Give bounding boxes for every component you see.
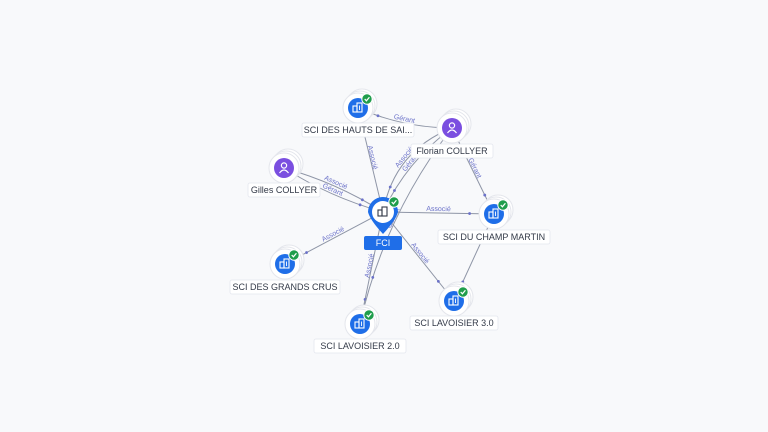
node-lav30[interactable]: SCI LAVOISIER 3.0 — [409, 281, 499, 331]
building-icon — [279, 258, 290, 269]
check-icon — [388, 196, 400, 208]
person-icon — [447, 122, 457, 134]
edge-arrow-marker — [305, 251, 308, 254]
node-label-box — [437, 229, 551, 245]
edge-arrow-marker — [376, 114, 380, 118]
node-label-box — [301, 122, 415, 138]
edge-arrow-marker — [388, 185, 392, 189]
focus-label: FCI — [376, 238, 391, 248]
node-hauts[interactable]: SCI DES HAUTS DE SAI... — [301, 88, 415, 138]
node-label: SCI DES HAUTS DE SAI... — [304, 125, 413, 135]
edge-label: Gérant — [467, 157, 483, 179]
edge-arrow-marker — [436, 280, 440, 283]
node-label-box — [229, 279, 341, 295]
node-florian[interactable]: Florian COLLYER — [410, 108, 494, 159]
node-focus-fci[interactable]: FCI — [364, 196, 402, 250]
node-crus[interactable]: SCI DES GRANDS CRUS — [229, 244, 341, 295]
node-label: Gilles COLLYER — [251, 185, 318, 195]
node-label-box — [313, 338, 407, 354]
node-label: SCI DU CHAMP MARTIN — [443, 232, 545, 242]
check-icon — [457, 286, 469, 298]
edge-arrow-marker — [360, 198, 364, 202]
building-icon — [448, 295, 459, 306]
building-icon — [352, 102, 363, 113]
building-icon — [354, 318, 365, 329]
check-icon — [361, 93, 373, 105]
edge-label: Associé — [409, 242, 430, 266]
node-label: SCI LAVOISIER 2.0 — [320, 341, 399, 351]
check-icon — [497, 199, 509, 211]
node-label-box — [409, 315, 499, 331]
node-gilles[interactable]: Gilles COLLYER — [247, 148, 321, 198]
edge-arrow-marker — [468, 212, 471, 215]
edge-label: Associé — [364, 253, 376, 279]
edge-label: Associé — [321, 226, 346, 244]
focus-inner-disc — [372, 201, 394, 223]
node-lav20[interactable]: SCI LAVOISIER 2.0 — [313, 304, 407, 354]
nodes-layer: SCI DES HAUTS DE SAI... Florian COLLYER Gi… — [229, 88, 551, 354]
node-label: SCI LAVOISIER 3.0 — [414, 318, 493, 328]
node-label-box — [410, 143, 494, 159]
edge-arrow-marker — [393, 189, 396, 192]
node-champ[interactable]: SCI DU CHAMP MARTIN — [437, 194, 551, 245]
node-label-box — [247, 182, 321, 198]
edge-label: Associé — [426, 206, 451, 213]
edge-label: Associé — [366, 145, 379, 171]
edge-arrow-marker — [483, 193, 487, 197]
building-icon — [488, 208, 499, 219]
node-label: SCI DES GRANDS CRUS — [232, 282, 337, 292]
edge-arrow-marker — [358, 203, 362, 207]
edge-label: Gérant — [393, 114, 415, 125]
focus-label-box — [364, 236, 402, 250]
check-icon — [288, 249, 300, 261]
check-icon — [363, 309, 375, 321]
building-icon — [377, 206, 388, 217]
node-label: Florian COLLYER — [416, 146, 488, 156]
person-icon — [279, 162, 289, 174]
edge-arrow-marker — [371, 275, 375, 279]
